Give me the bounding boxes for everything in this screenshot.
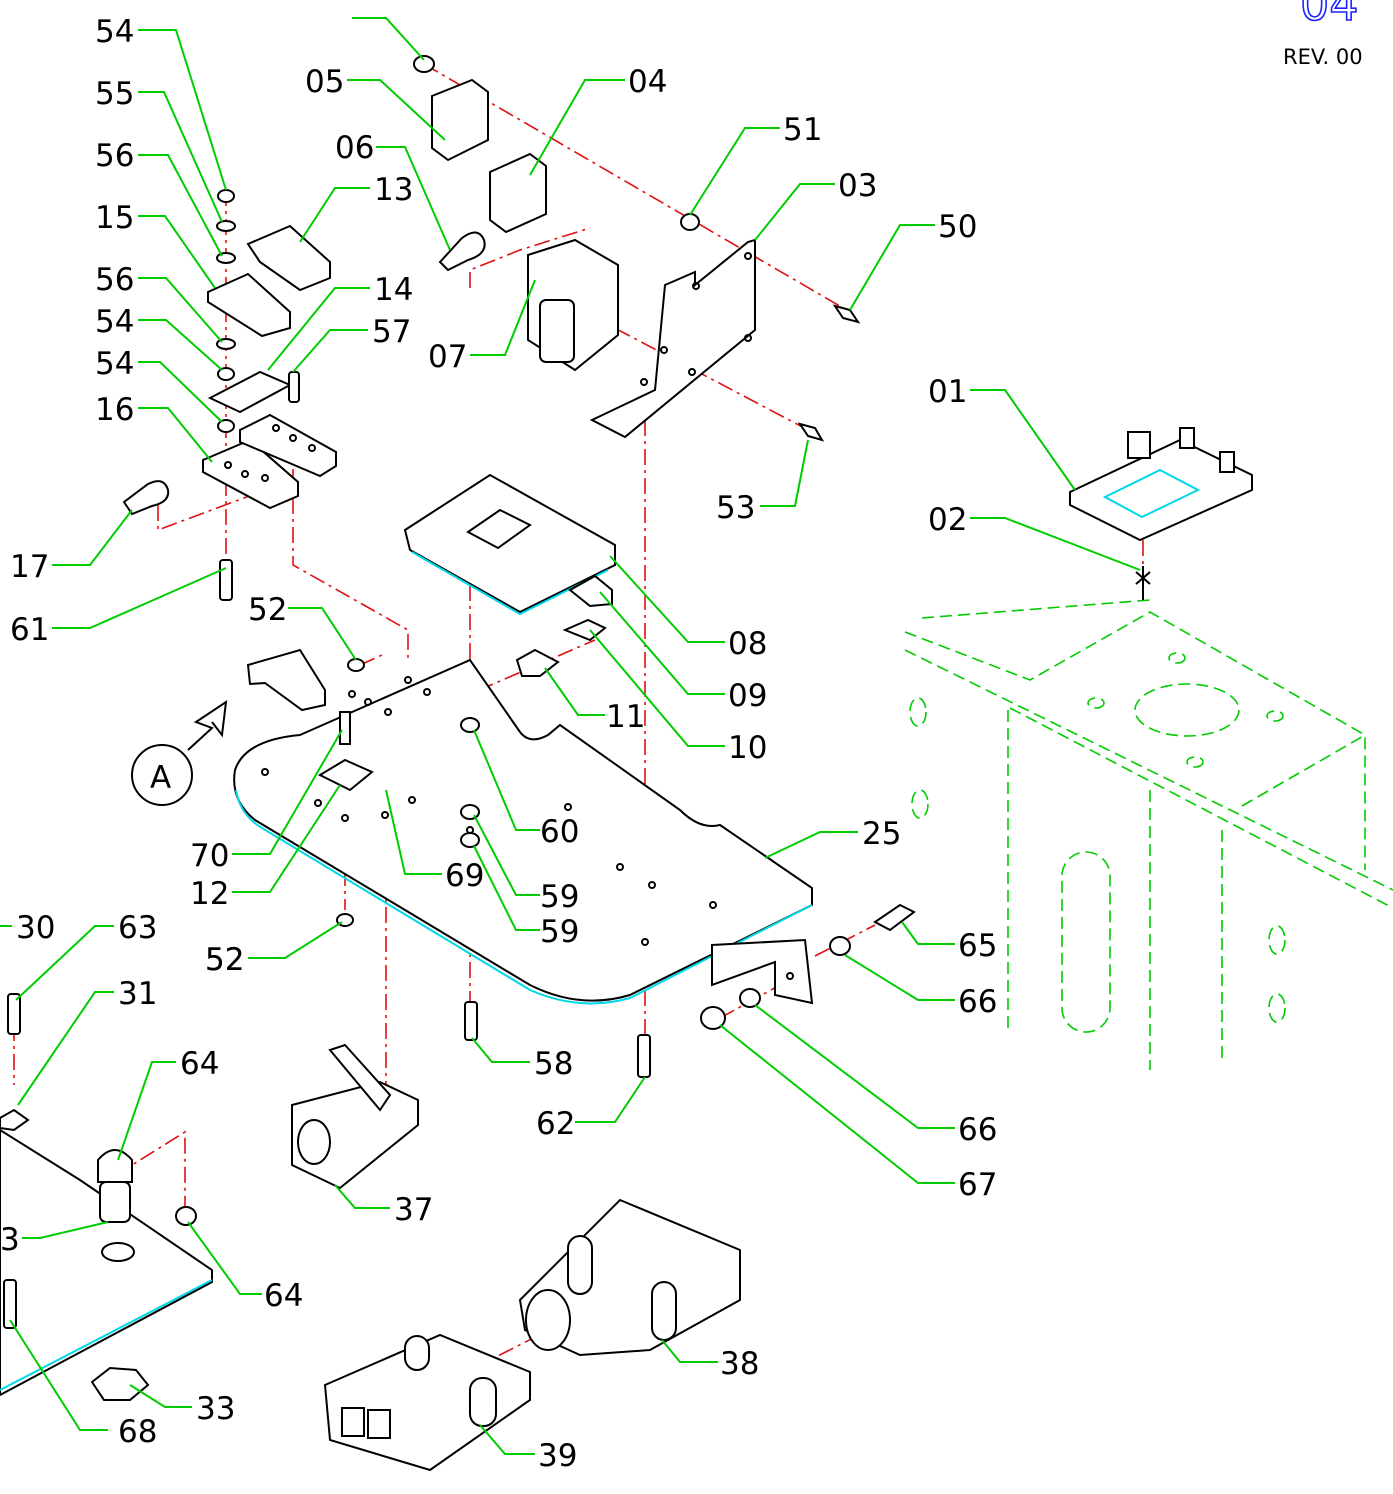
callout-13: 13 <box>374 172 413 208</box>
callout-3: 3 <box>0 1222 20 1258</box>
callout-67: 67 <box>958 1167 997 1203</box>
callout-16: 16 <box>95 392 134 428</box>
callout-55: 55 <box>95 76 134 112</box>
callout-53: 53 <box>716 490 755 526</box>
callout-25: 25 <box>862 816 901 852</box>
view-a-marker: A <box>131 699 228 806</box>
callout-54: 54 <box>95 346 134 382</box>
callout-54: 54 <box>95 14 134 50</box>
callout-63: 63 <box>118 910 157 946</box>
callout-54: 54 <box>95 304 134 340</box>
view-marker-label: A <box>150 760 171 796</box>
callout-14: 14 <box>374 272 413 308</box>
callout-04: 04 <box>628 64 667 100</box>
callout-52-lower: 52 <box>248 592 287 628</box>
side-fasteners <box>700 903 916 1030</box>
revision-label: REV. 00 <box>1283 45 1363 69</box>
callout-33: 33 <box>196 1391 235 1427</box>
callout-61: 61 <box>10 612 49 648</box>
relays-and-contactor <box>431 78 756 439</box>
terminal-blocks <box>202 370 337 510</box>
callout-31: 31 <box>118 976 157 1012</box>
callout-38: 38 <box>720 1346 759 1382</box>
callout-64: 64 <box>264 1278 303 1314</box>
callout-57: 57 <box>372 314 411 350</box>
callout-05: 05 <box>305 64 344 100</box>
callout-66: 66 <box>958 1112 997 1148</box>
terminals-and-bolts <box>122 55 861 516</box>
callout-labels: 54 55 56 15 56 54 54 16 17 61 52 05 06 0… <box>0 14 997 1474</box>
callout-65: 65 <box>958 928 997 964</box>
controller-module <box>403 473 616 677</box>
callout-62: 62 <box>536 1106 575 1142</box>
callout-68: 68 <box>118 1414 157 1450</box>
callout-66: 66 <box>958 984 997 1020</box>
callout-59: 59 <box>540 914 579 950</box>
callout-11: 11 <box>606 699 645 735</box>
leader-lines <box>0 17 1141 1455</box>
base-plate <box>233 658 814 1005</box>
fuses <box>207 224 331 338</box>
callout-56: 56 <box>95 138 134 174</box>
battery-connectors <box>323 1198 741 1472</box>
callout-08: 08 <box>728 626 767 662</box>
callout-12: 12 <box>190 876 229 912</box>
chassis-frame-outline <box>904 599 1393 1070</box>
callout-56: 56 <box>95 262 134 298</box>
callout-01: 01 <box>928 374 967 410</box>
callout-09: 09 <box>728 678 767 714</box>
callout-37: 37 <box>394 1192 433 1228</box>
lower-left-panel <box>0 993 213 1401</box>
callout-70: 70 <box>190 838 229 874</box>
callout-64: 64 <box>180 1046 219 1082</box>
callout-10: 10 <box>728 730 767 766</box>
callout-50: 50 <box>938 209 977 245</box>
callout-39: 39 <box>538 1438 577 1474</box>
circuit-board <box>1069 427 1253 600</box>
cable-cradle <box>291 1043 419 1190</box>
callout-58: 58 <box>534 1046 573 1082</box>
callout-60: 60 <box>540 814 579 850</box>
callout-59: 59 <box>540 879 579 915</box>
callout-15: 15 <box>95 200 134 236</box>
callout-52: 52 <box>205 942 244 978</box>
callout-51: 51 <box>783 112 822 148</box>
callout-06: 06 <box>335 130 374 166</box>
sheet-number: 04 <box>1300 0 1359 31</box>
callout-02: 02 <box>928 502 967 538</box>
callout-69: 69 <box>445 858 484 894</box>
callout-07: 07 <box>428 339 467 375</box>
callout-30: 30 <box>16 910 55 946</box>
callout-52: 52 <box>205 942 244 978</box>
callout-17: 17 <box>10 549 49 585</box>
callout-03: 03 <box>838 168 877 204</box>
